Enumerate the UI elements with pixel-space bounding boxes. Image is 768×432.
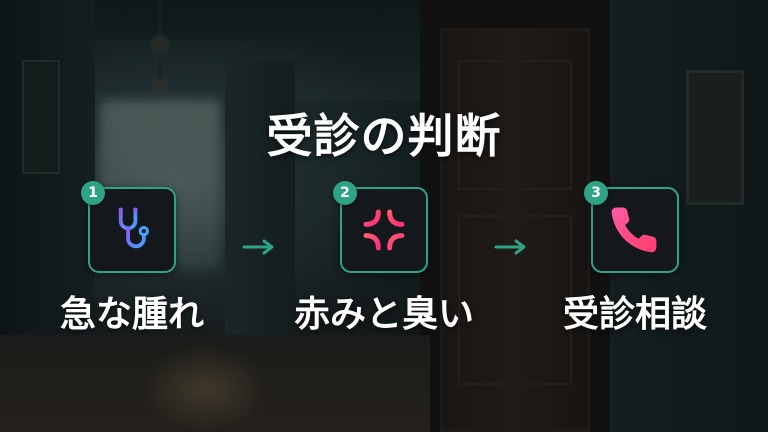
background-corridor-wall xyxy=(225,60,295,360)
background-door-panel xyxy=(458,60,572,190)
step-icon-box xyxy=(340,187,428,273)
background-floor xyxy=(0,335,430,432)
step-number: 2 xyxy=(340,185,350,201)
background-door-panel xyxy=(458,215,572,385)
step-number: 1 xyxy=(88,185,98,201)
step-number-badge: 3 xyxy=(584,181,608,205)
step-icon-box xyxy=(591,187,679,273)
anger-symbol-icon xyxy=(363,209,405,251)
step-2: 2 赤みと臭い xyxy=(284,181,484,341)
step-icon-box xyxy=(88,187,176,273)
slide-title: 受診の判断 xyxy=(266,109,502,163)
step-label: 赤みと臭い xyxy=(293,294,474,335)
stethoscope-icon xyxy=(118,207,149,249)
step-1: 1 急な腫れ xyxy=(32,181,232,341)
arrow-right-icon xyxy=(494,239,526,255)
background-wall-picture xyxy=(686,70,744,205)
step-label: 受診相談 xyxy=(562,294,707,335)
background-ceiling-lamp xyxy=(152,36,168,52)
arrow-right-icon xyxy=(242,239,274,255)
step-number-badge: 1 xyxy=(81,181,105,205)
step-number-badge: 2 xyxy=(333,181,357,205)
step-3: 3 受診相談 xyxy=(535,181,735,341)
background-floor-reflection xyxy=(140,345,270,432)
background-door xyxy=(440,28,590,432)
step-label: 急な腫れ xyxy=(59,294,204,335)
background-ceiling-lamp xyxy=(154,80,166,92)
background-wall-frame xyxy=(22,60,60,174)
phone-icon xyxy=(611,207,657,253)
step-number: 3 xyxy=(591,185,601,201)
